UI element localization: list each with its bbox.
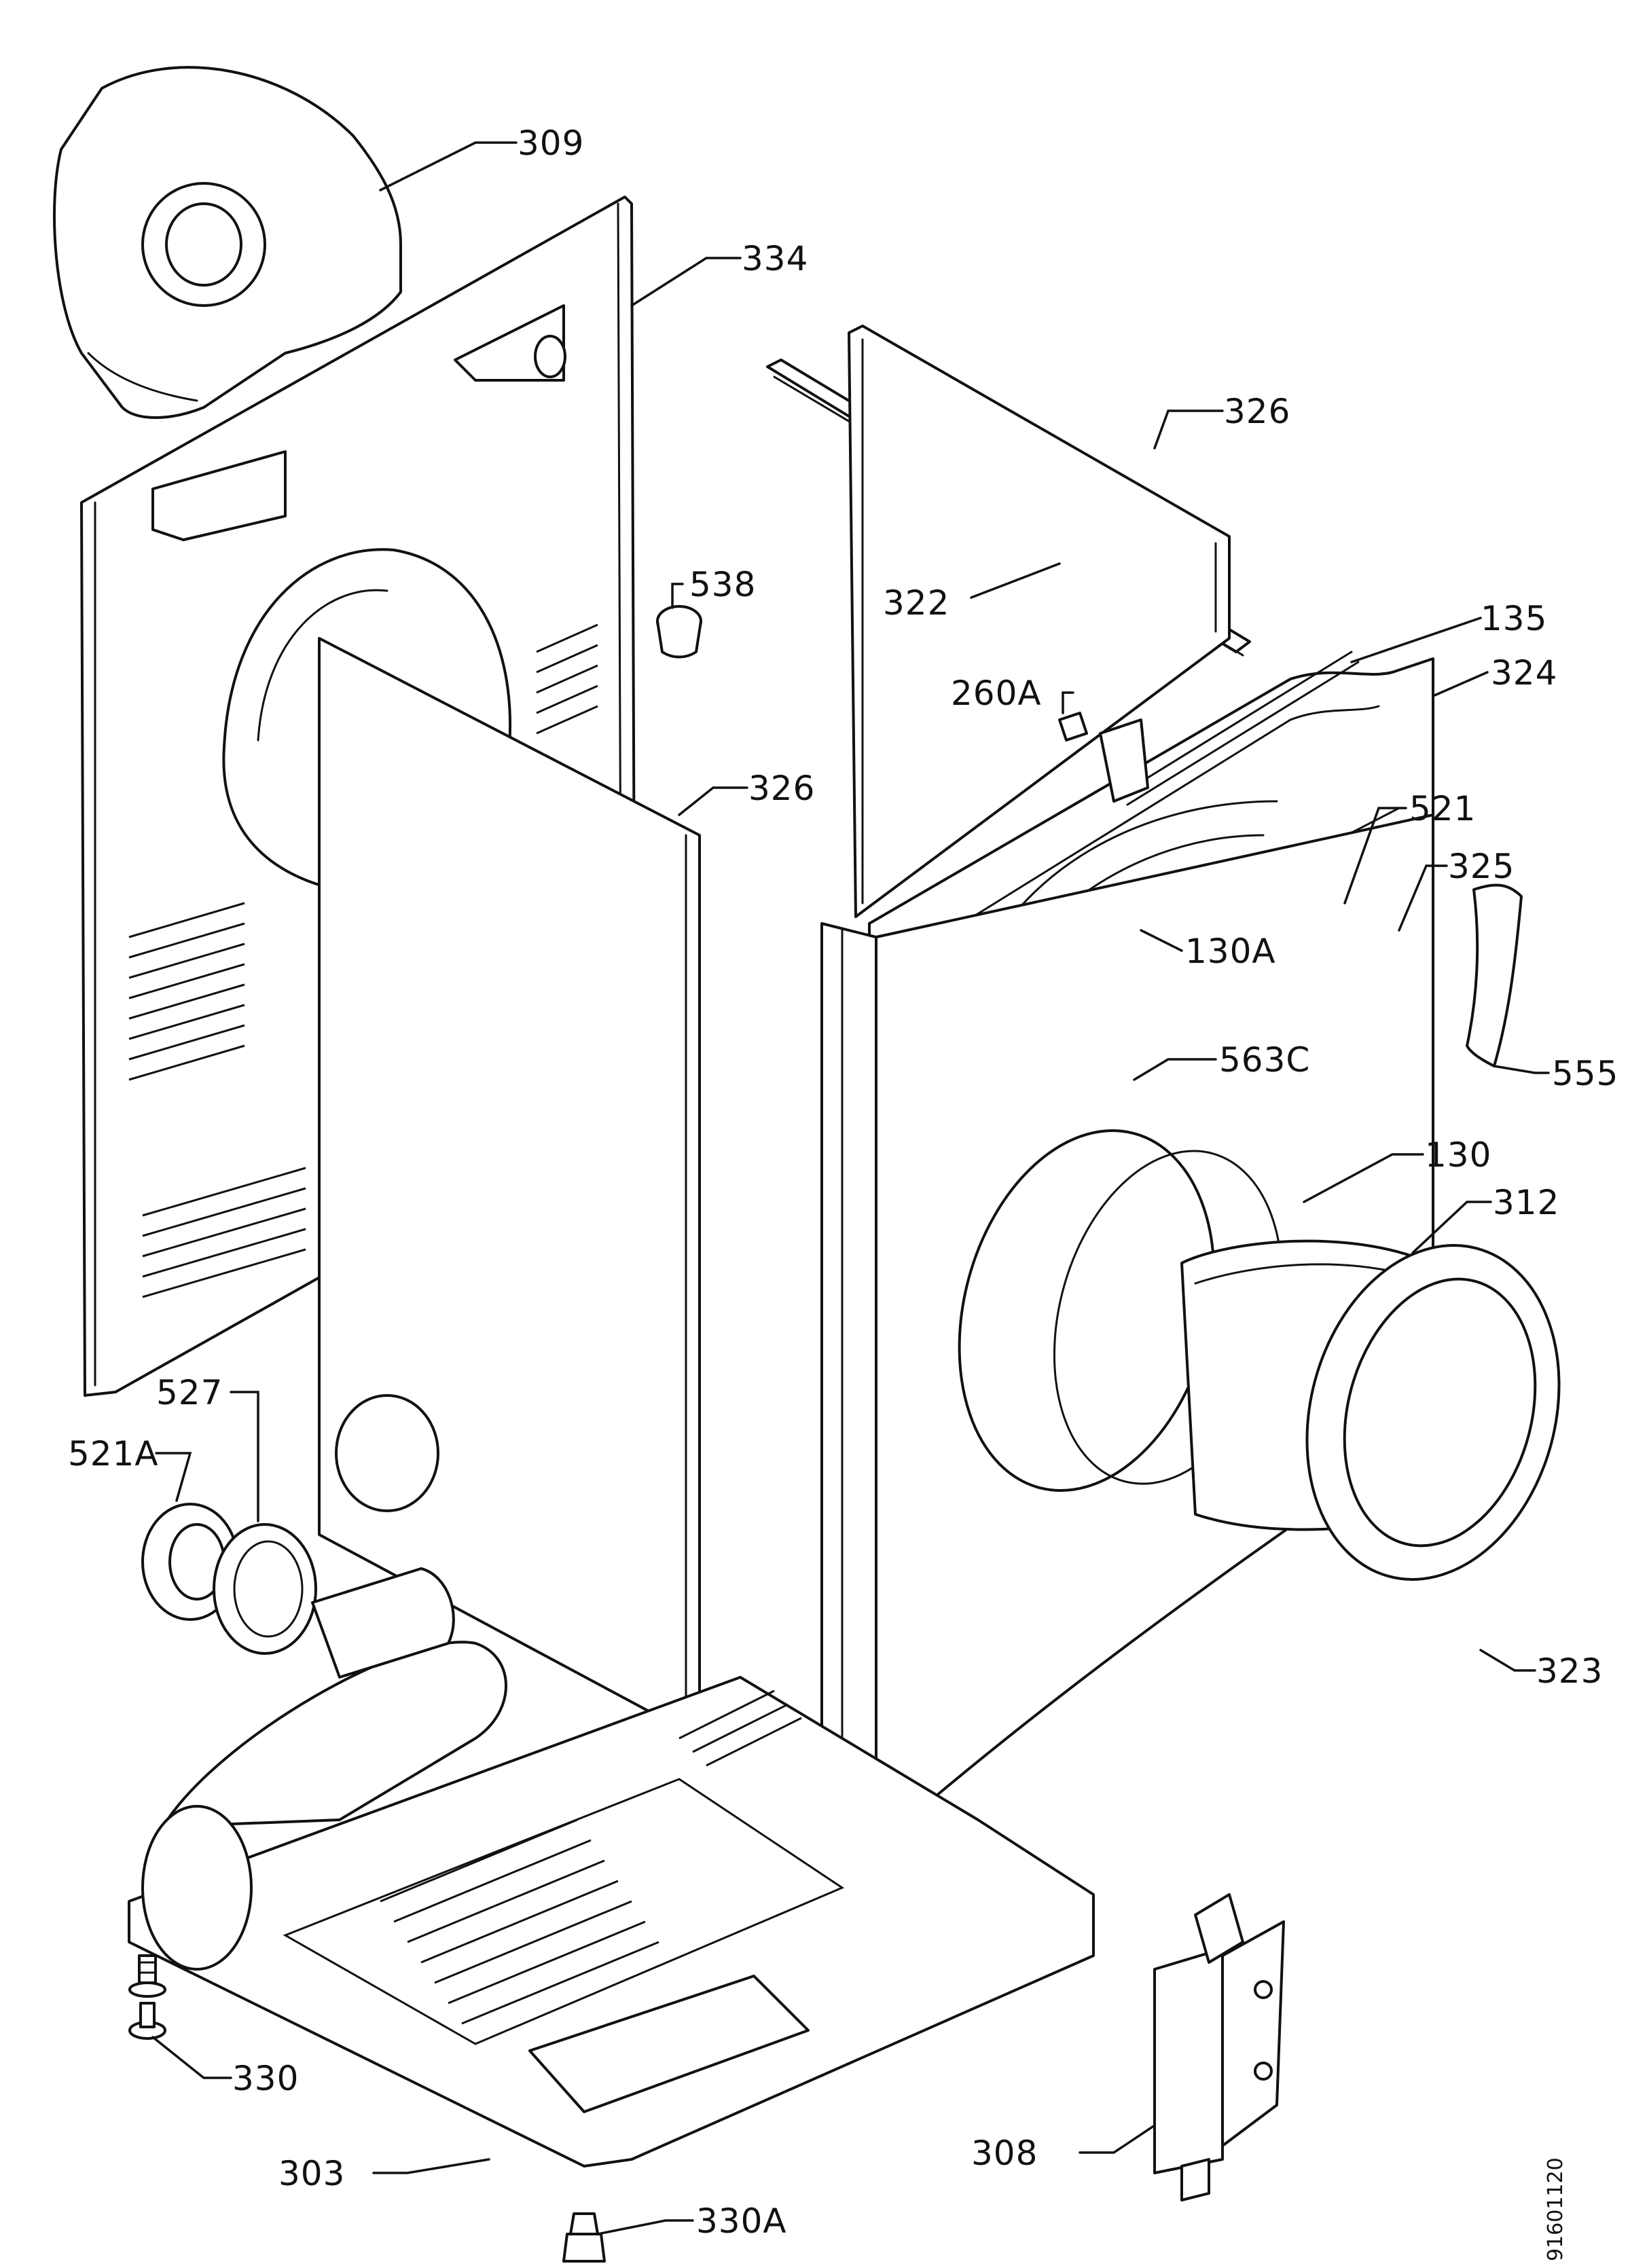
callout-labels: 309 334 326 538 322 135 260A 324 326 521…	[68, 124, 1618, 2261]
callout-325: 325	[1448, 847, 1515, 886]
callout-312: 312	[1493, 1183, 1559, 1222]
part-303-base-plate	[128, 1567, 1095, 2168]
callout-326-top: 326	[1224, 392, 1290, 431]
part-322-right-side-panel	[848, 325, 1231, 918]
part-330A-foot	[562, 2212, 606, 2263]
part-538-bushing	[656, 605, 702, 659]
part-555-curved-trim	[1466, 883, 1523, 1067]
part-135-tie-strip	[1119, 651, 1360, 806]
callout-330A: 330A	[696, 2201, 787, 2241]
callout-322: 322	[883, 583, 949, 623]
rear-panel-vent-slots	[128, 623, 598, 1298]
part-330-foot	[128, 1954, 166, 2040]
part-326-left-side-panel	[318, 637, 701, 1740]
callout-135: 135	[1481, 599, 1547, 638]
callout-555: 555	[1552, 1054, 1618, 1093]
callout-334: 334	[742, 239, 808, 278]
part-527-ring	[213, 1523, 317, 1655]
callout-308: 308	[971, 2134, 1038, 2173]
leader-lines	[151, 141, 1550, 2235]
part-323-door-ring	[1305, 1244, 1561, 1581]
part-308-door-hinge	[1153, 1893, 1285, 2201]
callout-330: 330	[232, 2059, 299, 2098]
base-plate-vent-slots	[380, 1689, 802, 2025]
callout-130: 130	[1425, 1135, 1491, 1175]
drawing-number: 91601120	[1544, 2157, 1568, 2261]
callout-521A: 521A	[68, 1434, 159, 1474]
part-309-rear-duct-cover	[53, 66, 402, 419]
callout-563C: 563C	[1219, 1040, 1310, 1080]
callout-521: 521	[1409, 789, 1476, 828]
callout-527: 527	[156, 1373, 223, 1412]
callout-309: 309	[518, 124, 584, 163]
callout-260A: 260A	[951, 674, 1042, 713]
callout-323: 323	[1536, 1651, 1603, 1691]
callout-303: 303	[278, 2154, 345, 2193]
callout-324: 324	[1491, 653, 1557, 693]
callout-326-side: 326	[748, 769, 815, 808]
part-260A-clip	[1058, 712, 1088, 742]
callout-130A: 130A	[1185, 932, 1276, 971]
callout-538: 538	[689, 565, 756, 604]
